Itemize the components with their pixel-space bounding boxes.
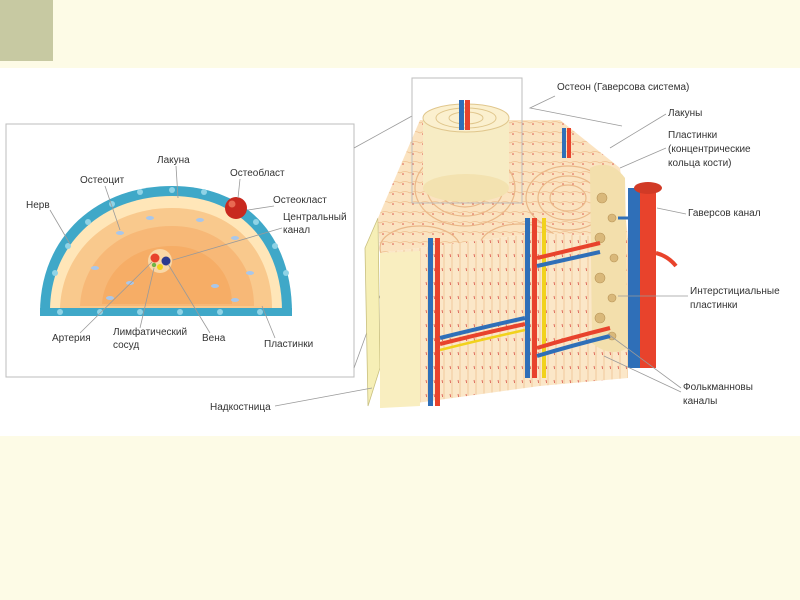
front-face: [380, 233, 628, 408]
label-artery: Артерия: [52, 333, 91, 344]
nerve-dot: [157, 264, 163, 270]
vein-dot: [161, 256, 171, 266]
label-lamellae-left: Пластинки: [264, 339, 313, 350]
periosteum-outer: [364, 217, 381, 407]
top-vessel-vein: [562, 128, 566, 158]
haversian-artery: [640, 188, 656, 368]
osteocytes: [91, 216, 254, 302]
bone-structure-diagram: Нерв Остеоцит Лакуна Остеобласт Остеокла…: [5, 77, 780, 413]
periosteum-strip: [380, 251, 420, 408]
label-osteoblast: Остеобласт: [230, 167, 285, 179]
volkmann-vessels: [439, 241, 611, 358]
label-nerve: Нерв: [26, 200, 50, 211]
label-vein: Вена: [202, 333, 226, 344]
osteon-cylinder: [422, 100, 510, 202]
label-central-canal-2: канал: [283, 225, 310, 236]
label-lymph-1: Лимфатический: [113, 326, 187, 338]
artery-dot: [150, 253, 160, 263]
label-lymph-2: сосуд: [113, 340, 139, 351]
label-osteocyte: Остеоцит: [80, 175, 125, 186]
artery-branch: [655, 251, 678, 268]
label-periosteum: Надкостница: [210, 402, 271, 413]
osteon-cross-section-inset: Нерв Остеоцит Лакуна Остеобласт Остеокла…: [5, 123, 355, 378]
connector-top: [353, 115, 413, 149]
osteoblast-cell: [225, 197, 247, 219]
osteon-highlight-frame: [411, 77, 523, 204]
label-lamellae-right-3: кольца кости): [668, 158, 732, 169]
label-osteon: Остеон (Гаверсова система): [557, 82, 689, 93]
right-labels: Остеон (Гаверсова система) Лакуны Пласти…: [210, 82, 780, 413]
lymph-dot: [151, 262, 157, 268]
label-volkmann-1: Фолькманновы: [683, 382, 753, 393]
label-lacunae-right: Лакуны: [668, 108, 702, 119]
label-lacuna-left: Лакуна: [157, 155, 190, 166]
top-vessel-artery: [567, 128, 571, 158]
corner-square: [0, 0, 53, 61]
haversian-vein: [628, 188, 642, 368]
label-volkmann-2: каналы: [683, 396, 717, 407]
label-haversian-canal: Гаверсов канал: [688, 208, 761, 219]
label-central-canal-1: Центральный: [283, 212, 347, 223]
label-lamellae-right-1: Пластинки: [668, 130, 717, 141]
vertical-vessels: [428, 218, 546, 406]
label-interstitial-2: пластинки: [690, 300, 737, 311]
compact-bone-block: [364, 77, 678, 408]
base-cell-layer: [40, 308, 292, 316]
label-lamellae-right-2: (концентрические: [668, 144, 751, 155]
inner-lamella: [102, 246, 232, 304]
label-interstitial-1: Интерстициальные: [690, 286, 780, 297]
label-osteoclast: Остеокласт: [273, 195, 327, 206]
interstitial-lamellae-region: [590, 164, 628, 352]
